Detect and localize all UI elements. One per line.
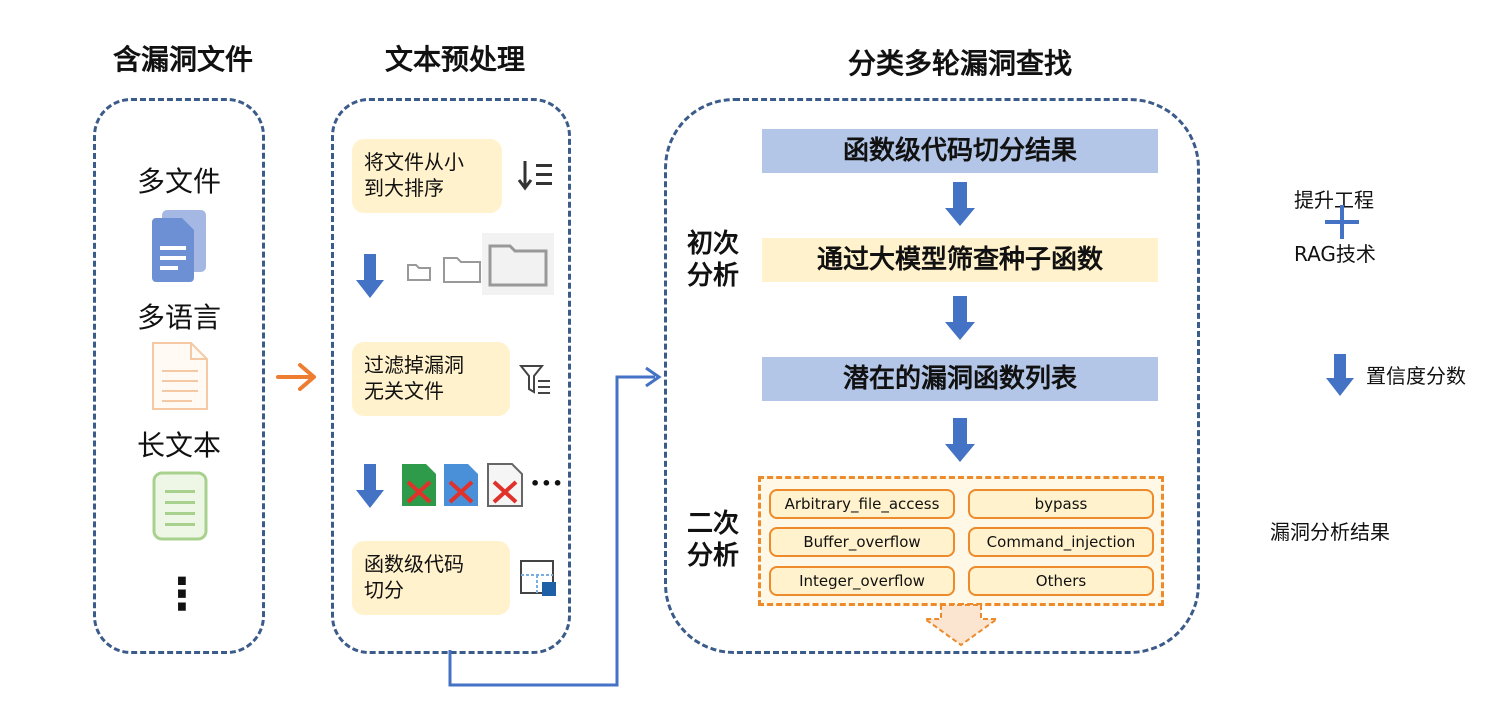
connector-arrow-icon xyxy=(448,366,662,687)
candidate-functions-bar: 潜在的漏洞函数列表 xyxy=(762,357,1158,401)
txt-file-excluded-icon xyxy=(487,463,523,507)
input-column-title: 含漏洞文件 xyxy=(112,43,253,76)
analysis-column-title: 分类多轮漏洞查找 xyxy=(847,47,1072,80)
first-analysis-label: 初次 分析 xyxy=(686,229,739,291)
down-arrow-icon xyxy=(356,464,384,508)
folder-medium-icon xyxy=(443,257,481,283)
down-arrow-icon xyxy=(356,254,384,298)
sort-icon xyxy=(517,161,552,191)
category-command-injection: Command_injection xyxy=(968,527,1154,557)
category-bypass: bypass xyxy=(968,489,1154,519)
folder-large-icon-frame xyxy=(482,233,554,295)
more-file-types-ellipsis: ••• xyxy=(530,474,564,493)
confidence-arrow-icon xyxy=(1326,354,1354,396)
plus-icon xyxy=(1325,205,1359,239)
second-analysis-label: 二次 分析 xyxy=(686,509,739,571)
long-document-icon xyxy=(152,471,208,541)
down-arrow-icon xyxy=(945,418,975,462)
text-document-icon xyxy=(152,342,208,410)
filter-icon xyxy=(518,365,550,394)
multi-file-label: 多文件 xyxy=(136,165,221,198)
category-integer-overflow: Integer_overflow xyxy=(769,566,955,596)
category-others: Others xyxy=(968,566,1154,596)
category-buffer-overflow: Buffer_overflow xyxy=(769,527,955,557)
llm-screening-bar: 通过大模型筛查种子函数 xyxy=(762,238,1158,282)
legend-plus-top-label: 提升工程 xyxy=(1294,188,1374,212)
documents-icon xyxy=(152,210,206,282)
csv-file-excluded-icon xyxy=(402,464,436,506)
function-split-result-bar: 函数级代码切分结果 xyxy=(762,129,1158,173)
category-arbitrary-file-access: Arbitrary_file_access xyxy=(769,489,955,519)
input-files-box xyxy=(93,98,265,654)
filter-files-step: 过滤掉漏洞 无关文件 xyxy=(352,342,510,416)
legend-arrow-label: 置信度分数 xyxy=(1366,364,1466,388)
sort-files-step: 将文件从小 到大排序 xyxy=(352,139,502,213)
long-text-label: 长文本 xyxy=(136,429,221,462)
legend-plus-bottom-label: RAG技术 xyxy=(1294,242,1376,266)
analysis-box xyxy=(664,98,1200,654)
orange-arrow-icon xyxy=(276,363,316,391)
legend-result-label: 漏洞分析结果 xyxy=(1270,520,1390,544)
function-split-step: 函数级代码 切分 xyxy=(352,541,510,615)
down-arrow-icon xyxy=(945,296,975,340)
more-files-ellipsis: ⋮ xyxy=(160,569,204,620)
folder-small-icon xyxy=(407,264,431,281)
folder-large-icon xyxy=(488,244,548,287)
down-arrow-icon xyxy=(945,182,975,226)
preprocess-column-title: 文本预处理 xyxy=(384,43,525,76)
split-layout-icon xyxy=(520,560,556,596)
result-down-arrow-icon xyxy=(921,604,1001,647)
multi-language-label: 多语言 xyxy=(136,301,221,334)
html-file-excluded-icon xyxy=(444,464,478,506)
vulnerability-categories-panel: Arbitrary_file_access bypass Buffer_over… xyxy=(758,476,1164,606)
